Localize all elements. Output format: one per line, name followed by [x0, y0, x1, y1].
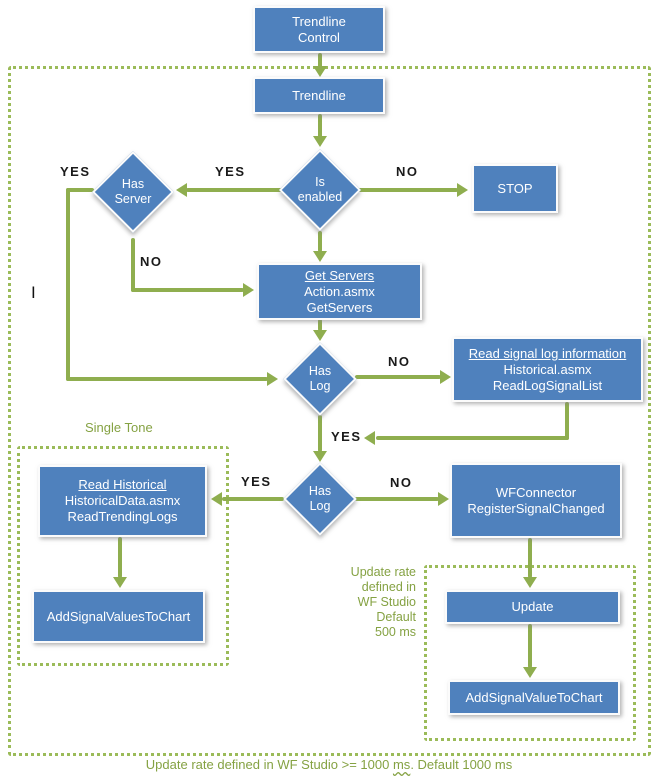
edge-label-has-server-yes: YES [60, 164, 91, 179]
edge-isenabled-hasserver [186, 188, 284, 192]
edge-hasserver-no-vertical [131, 238, 135, 292]
edge-trendlinecontrol-trendline [318, 53, 322, 68]
edge-wfconnector-update [528, 538, 532, 578]
edge-haslogtop-haslogbottom [318, 415, 322, 452]
node-label: ReadTrendingLogs [67, 509, 178, 524]
node-trendline-control: Trendline Control [253, 6, 385, 53]
arrowhead-right-icon [243, 283, 254, 297]
edge-label-has-server-no: NO [140, 254, 163, 269]
node-label: STOP [497, 180, 533, 196]
note-text: Update rate defined in WF Studio >= 1000 [145, 757, 393, 772]
note-line: 500 ms [375, 625, 416, 639]
decision-has-log-top: Has Log [282, 341, 358, 417]
edge-readhistorical-addsignalvalues [118, 537, 122, 578]
edge-readsignallog-return-horizontal [376, 436, 569, 440]
node-label: Action.asmx [304, 283, 375, 299]
decision-has-server: Has Server [90, 149, 176, 235]
edge-label-is-enabled-no: NO [396, 164, 419, 179]
edge-label-has-log-top-yes: YES [331, 429, 362, 444]
single-tone-dashed-container [17, 446, 229, 666]
node-trendline: Trendline [253, 77, 385, 114]
edge-label-has-log-bottom-no: NO [390, 475, 413, 490]
node-label: Historical.asmx [503, 361, 592, 377]
node-label: Trendline [292, 87, 346, 103]
decision-label: enabled [297, 190, 343, 204]
decision-label: Log [309, 379, 331, 393]
note-line: Default [376, 610, 416, 624]
outer-dashed-container [8, 66, 651, 756]
node-label: Trendline [292, 13, 346, 29]
decision-has-log-bottom: Has Log [282, 461, 358, 537]
arrowhead-down-icon [313, 136, 327, 147]
edge-label-is-enabled-yes: YES [215, 164, 246, 179]
arrowhead-right-icon [440, 370, 451, 384]
arrowhead-right-icon [457, 183, 468, 197]
arrowhead-down-icon [313, 330, 327, 341]
node-label: Control [298, 29, 340, 45]
arrowhead-down-icon [313, 66, 327, 77]
node-add-signal-value-to-chart: AddSignalValueToChart [448, 680, 620, 715]
arrowhead-down-icon [523, 667, 537, 678]
node-read-historical: Read Historical HistoricalData.asmx Read… [38, 465, 207, 537]
edge-isenabled-stop [356, 188, 458, 192]
decision-label: Log [309, 499, 331, 513]
node-label: AddSignalValueToChart [465, 689, 603, 705]
edge-hasserver-no-horizontal [131, 288, 244, 292]
decision-label: Is [315, 175, 325, 189]
node-add-signal-values-to-chart: AddSignalValuesToChart [32, 590, 205, 643]
arrowhead-down-icon [313, 251, 327, 262]
edge-hasserver-yes-bottom [66, 377, 268, 381]
node-label: HistoricalData.asmx [64, 493, 181, 508]
single-tone-label: Single Tone [85, 420, 153, 435]
node-title: Get Servers [304, 267, 375, 283]
edge-label-has-log-top-no: NO [388, 354, 411, 369]
edge-update-addsignalvalue [528, 624, 532, 668]
node-label: WFConnector [495, 484, 577, 500]
note-line: defined in [361, 580, 416, 594]
node-stop: STOP [472, 164, 558, 213]
node-get-servers: Get Servers Action.asmx GetServers [257, 263, 422, 320]
edge-label-has-log-bottom-yes: YES [241, 474, 272, 489]
arrowhead-left-icon [176, 183, 187, 197]
node-title: Read signal log information [468, 345, 627, 361]
node-wf-connector: WFConnector RegisterSignalChanged [450, 463, 622, 538]
decision-label: Has [121, 177, 145, 191]
arrowhead-right-icon [438, 492, 449, 506]
node-label: ReadLogSignalList [492, 377, 603, 393]
note-text-spellcheck: ms [392, 757, 411, 772]
node-label: Update [511, 599, 554, 614]
update-rate-side-note: Update rate defined in WF Studio Default… [338, 565, 416, 640]
arrowhead-left-icon [364, 431, 375, 445]
node-update: Update [445, 590, 620, 624]
edge-hasserver-yes-top [66, 188, 94, 192]
decision-label: Has [308, 484, 332, 498]
note-line: WF Studio [357, 595, 416, 609]
edge-getservers-haslog [318, 319, 322, 331]
edge-haslog-readsignallog [355, 375, 441, 379]
bottom-update-rate-note: Update rate defined in WF Studio >= 1000… [0, 757, 658, 772]
node-label: GetServers [306, 299, 373, 315]
arrowhead-down-icon [523, 577, 537, 588]
note-text: . Default 1000 ms [410, 757, 513, 772]
edge-haslog-readhistorical [222, 497, 284, 501]
arrowhead-down-icon [313, 451, 327, 462]
node-read-signal-log: Read signal log information Historical.a… [452, 337, 643, 402]
edge-isenabled-getservers [318, 231, 322, 252]
arrowhead-right-icon [267, 372, 278, 386]
arrowhead-left-icon [211, 492, 222, 506]
decision-is-enabled: Is enabled [277, 147, 363, 233]
node-label: AddSignalValuesToChart [46, 608, 191, 624]
edge-readsignallog-return-vertical [565, 402, 569, 440]
edge-hasserver-yes-vertical [66, 188, 70, 381]
decision-label: Has [308, 364, 332, 378]
decision-label: Server [114, 192, 152, 206]
node-label: RegisterSignalChanged [467, 500, 605, 516]
stray-character: I [31, 283, 36, 302]
arrowhead-down-icon [113, 577, 127, 588]
note-line: Update rate [350, 565, 416, 579]
edge-haslog-wfconnector [355, 497, 439, 501]
edge-trendline-isenabled [318, 114, 322, 138]
node-title: Read Historical [78, 477, 167, 492]
